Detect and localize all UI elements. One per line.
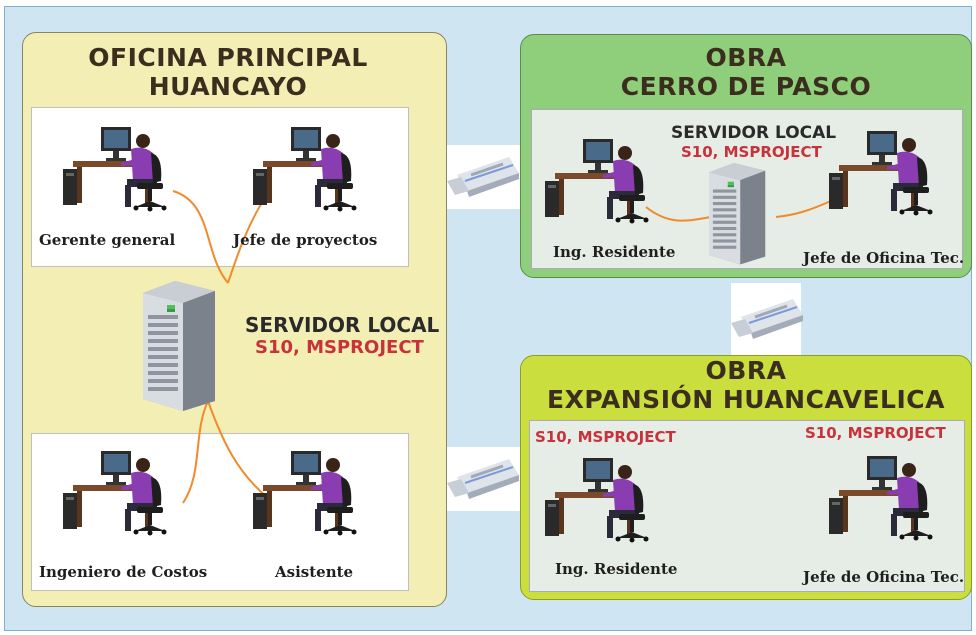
usb-drive-icon xyxy=(445,457,521,501)
cerro-title-line1: OBRA xyxy=(705,43,787,72)
workstation-gerente xyxy=(63,119,173,220)
label-gerente: Gerente general xyxy=(39,231,176,249)
huanca-title: OBRA EXPANSIÓN HUANCAVELICA xyxy=(521,358,971,412)
main-office-panel: OFICINA PRINCIPAL HUANCAYO Gerente gener… xyxy=(22,32,447,607)
main-server-title: SERVIDOR LOCAL xyxy=(245,313,440,337)
cerro-title: OBRA CERRO DE PASCO xyxy=(521,45,971,99)
usb-connector-cerro-huanca xyxy=(729,283,805,355)
usb-drive-icon xyxy=(729,297,805,341)
huanca-title-line2: EXPANSIÓN HUANCAVELICA xyxy=(547,385,945,414)
huanca-room xyxy=(529,420,965,592)
main-office-title-line1: OFICINA PRINCIPAL xyxy=(88,43,368,72)
workstation-icon xyxy=(545,458,649,543)
workstation-icon xyxy=(829,456,933,541)
huancavelica-panel: OBRA EXPANSIÓN HUANCAVELICA S10, MSPROJE… xyxy=(520,355,972,600)
workstation-cerro-jefe-oficina xyxy=(829,123,939,224)
cerro-title-line2: CERRO DE PASCO xyxy=(620,72,872,101)
huanca-software-right: S10, MSPROJECT xyxy=(805,424,946,442)
main-office-title: OFICINA PRINCIPAL HUANCAYO xyxy=(23,45,433,99)
cerro-server-title: SERVIDOR LOCAL xyxy=(671,123,837,143)
main-server-software: S10, MSPROJECT xyxy=(255,337,424,358)
workstation-icon xyxy=(63,451,167,536)
server-cerro xyxy=(709,163,771,272)
workstation-icon xyxy=(829,131,933,216)
usb-connector-main-cerro xyxy=(443,145,523,209)
huanca-title-line1: OBRA xyxy=(705,356,787,385)
server-icon xyxy=(709,163,766,265)
workstation-ingeniero-costos xyxy=(63,443,173,544)
label-huanca-residente: Ing. Residente xyxy=(555,560,678,578)
workstation-huanca-residente xyxy=(545,450,655,551)
cerro-server-software: S10, MSPROJECT xyxy=(681,143,822,161)
label-asistente: Asistente xyxy=(275,563,354,581)
workstation-icon xyxy=(545,139,649,224)
label-ingeniero-costos: Ingeniero de Costos xyxy=(39,563,208,581)
workstation-asistente xyxy=(253,443,363,544)
cerro-de-pasco-panel: OBRA CERRO DE PASCO SERVIDOR LOCAL S10, … xyxy=(520,34,972,278)
main-office-title-line2: HUANCAYO xyxy=(148,72,308,101)
server-icon xyxy=(143,281,215,411)
workstation-icon xyxy=(63,127,167,212)
network-cables xyxy=(172,190,269,504)
network-cables xyxy=(645,199,834,222)
workstation-icon xyxy=(253,451,357,536)
label-cerro-jefe-oficina: Jefe de Oficina Tec. xyxy=(803,249,965,267)
huanca-software-left: S10, MSPROJECT xyxy=(535,428,676,446)
workstation-jefe-proyectos xyxy=(253,119,363,220)
usb-drive-icon xyxy=(445,155,521,199)
label-cerro-residente: Ing. Residente xyxy=(553,243,676,261)
workstation-huanca-jefe-oficina xyxy=(829,448,939,549)
workstation-cerro-residente xyxy=(545,131,655,232)
label-huanca-jefe-oficina: Jefe de Oficina Tec. xyxy=(803,568,965,586)
usb-connector-main-huanca xyxy=(443,447,523,511)
server-main xyxy=(143,281,223,421)
workstation-icon xyxy=(253,127,357,212)
label-jefe-proyectos: Jefe de proyectos xyxy=(233,231,378,249)
